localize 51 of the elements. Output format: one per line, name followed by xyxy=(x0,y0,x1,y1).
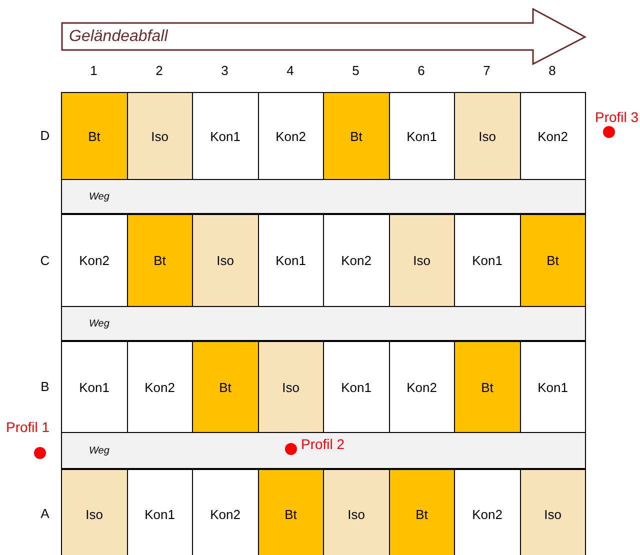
path-label: Weg xyxy=(89,445,110,456)
plot-cell: Kon2 xyxy=(520,92,586,180)
path-strip xyxy=(61,307,586,341)
column-number: 2 xyxy=(154,63,164,78)
row-letter: D xyxy=(39,128,51,143)
row-letter: A xyxy=(40,506,50,521)
plot-cell: Iso xyxy=(520,469,586,555)
plot-cell: Kon1 xyxy=(454,214,520,307)
plot-cell: Iso xyxy=(126,92,193,180)
plot-cell: Iso xyxy=(323,469,390,555)
plot-cell: Kon1 xyxy=(258,214,324,307)
plot-cell: Iso xyxy=(61,469,128,555)
column-number: 1 xyxy=(89,63,98,78)
plot-cell: Bt xyxy=(192,341,258,433)
plot-cell: Kon2 xyxy=(388,341,455,433)
path-strip xyxy=(61,180,586,214)
profile-label: Profil 3 xyxy=(595,109,639,125)
path-strip xyxy=(61,433,586,469)
plot-cell: Kon1 xyxy=(520,341,586,433)
plot-cell: Bt xyxy=(61,92,128,180)
plot-cell: Kon1 xyxy=(388,92,455,180)
plot-cell: Kon2 xyxy=(61,214,128,307)
plot-cell: Bt xyxy=(454,341,520,433)
column-number: 7 xyxy=(482,63,492,78)
profile-label: Profil 1 xyxy=(6,419,50,435)
column-number: 5 xyxy=(351,63,360,78)
plot-cell: Kon2 xyxy=(323,214,390,307)
column-number: 8 xyxy=(548,63,557,78)
plot-cell: Iso xyxy=(192,214,258,307)
plot-cell: Kon2 xyxy=(258,92,324,180)
plot-cell: Bt xyxy=(323,92,390,180)
plot-cell: Iso xyxy=(454,92,520,180)
plot-cell: Bt xyxy=(126,214,193,307)
row-letter: C xyxy=(39,252,51,268)
column-number: 6 xyxy=(416,63,426,78)
plot-cell: Bt xyxy=(520,214,586,307)
path-label: Weg xyxy=(89,191,110,202)
plot-cell: Kon1 xyxy=(323,341,390,433)
plot-cell: Bt xyxy=(258,469,324,555)
plot-cell: Bt xyxy=(388,469,455,555)
plot-cell: Iso xyxy=(258,341,324,433)
column-number: 4 xyxy=(286,63,295,78)
column-number: 3 xyxy=(220,63,230,78)
row-letter: B xyxy=(40,379,50,394)
plot-cell: Kon1 xyxy=(192,92,258,180)
plot-cell: Kon1 xyxy=(61,341,128,433)
plot-cell: Iso xyxy=(388,214,455,307)
plot-cell: Kon2 xyxy=(126,341,193,433)
path-label: Weg xyxy=(89,318,110,329)
arrow-label: Geländeabfall xyxy=(69,28,168,46)
profile-label: Profil 2 xyxy=(301,436,345,452)
